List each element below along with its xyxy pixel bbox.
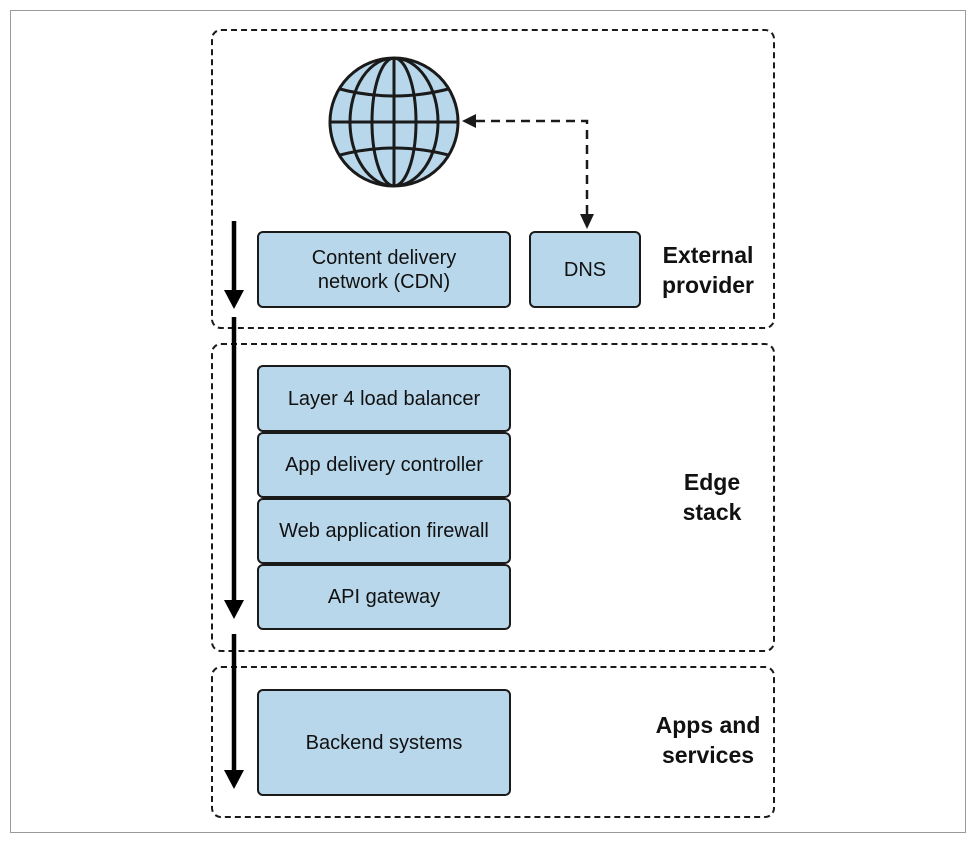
flow-arrowhead-apps [224, 770, 244, 789]
zone-external-provider [211, 29, 775, 329]
layer4-label: Layer 4 load balancer [287, 387, 481, 410]
cdn-label-line2: network (CDN) [317, 270, 451, 293]
apps-label-line2: services [661, 742, 755, 768]
edge-label-text: Edge stack [682, 469, 742, 525]
external-provider-label: External provider [652, 236, 764, 306]
backend-label: Backend systems [305, 731, 463, 754]
dns-globe-connector-arrow [476, 119, 589, 214]
layer4-load-balancer-box: Layer 4 load balancer [257, 365, 511, 432]
arrowhead-to-globe [462, 114, 476, 128]
zone-edge-stack [211, 343, 775, 652]
api-gateway-box: API gateway [257, 564, 511, 630]
figure-frame [10, 10, 966, 833]
flow-arrowhead-external [224, 290, 244, 309]
zone-apps-services [211, 666, 775, 818]
globe-icon [328, 56, 460, 188]
flow-arrowhead-edge [224, 600, 244, 619]
web-application-firewall-box: Web application firewall [257, 498, 511, 564]
edge-stack-label: Edge stack [652, 469, 772, 525]
external-label-line1: External [662, 242, 754, 269]
dns-box: DNS [529, 231, 641, 308]
cdn-label-line1: Content delivery [311, 246, 457, 269]
apps-services-label: Apps and services [652, 706, 764, 776]
backend-systems-box: Backend systems [257, 689, 511, 796]
api-gateway-label: API gateway [327, 586, 441, 608]
apps-label-line1: Apps and [655, 712, 761, 739]
waf-label: Web application firewall [279, 520, 489, 542]
cdn-box: Content delivery network (CDN) [257, 231, 511, 308]
external-label-line2: provider [661, 272, 755, 298]
adc-label: App delivery controller [285, 454, 483, 476]
app-delivery-controller-box: App delivery controller [257, 432, 511, 498]
dns-label: DNS [563, 258, 607, 281]
arrowhead-to-dns [580, 214, 594, 229]
